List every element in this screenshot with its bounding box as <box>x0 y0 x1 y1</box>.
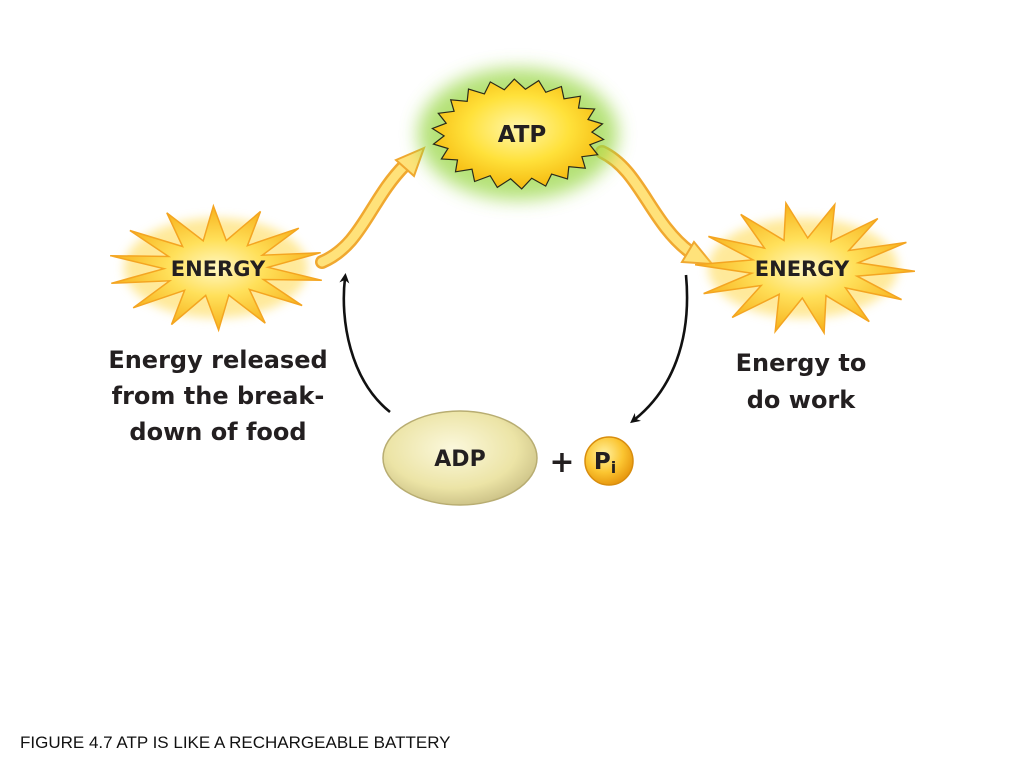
arrow-atp-to-energy <box>595 145 715 266</box>
left-description-line-2: from the break- <box>112 382 325 410</box>
left-description-line-1: Energy released <box>108 346 327 374</box>
energy-left-label: ENERGY <box>171 257 266 281</box>
plus-sign: + <box>549 445 574 480</box>
atp-label: ATP <box>498 122 547 148</box>
right-description-line-1: Energy to <box>736 349 867 377</box>
right-description: Energy to do work <box>736 349 867 414</box>
left-description-line-3: down of food <box>129 418 306 446</box>
pi-letter: P <box>594 449 611 475</box>
left-description: Energy released from the break- down of … <box>108 346 327 446</box>
atp-burst-shape <box>431 78 605 190</box>
energy-burst-right-shape <box>694 200 916 336</box>
arrow-adp-to-energy <box>339 273 391 414</box>
energy-right-label: ENERGY <box>755 257 850 281</box>
figure-caption: FIGURE 4.7 ATP IS LIKE A RECHARGEABLE BA… <box>20 733 451 752</box>
pi-label: Pi <box>594 449 616 477</box>
arrow-energy-to-pi <box>630 274 689 424</box>
energy-burst-right: ENERGY <box>694 200 916 336</box>
energy-burst-left-shape <box>110 203 322 333</box>
atp-molecule: ATP <box>418 68 618 200</box>
right-description-line-2: do work <box>747 386 857 414</box>
pi-subscript: i <box>611 458 616 477</box>
adp-label: ADP <box>434 447 485 472</box>
energy-burst-left: ENERGY <box>110 203 322 333</box>
arrow-energy-to-atp <box>315 146 426 269</box>
adp-molecule: ADP <box>382 410 538 506</box>
phosphate-molecule: Pi <box>584 436 634 486</box>
